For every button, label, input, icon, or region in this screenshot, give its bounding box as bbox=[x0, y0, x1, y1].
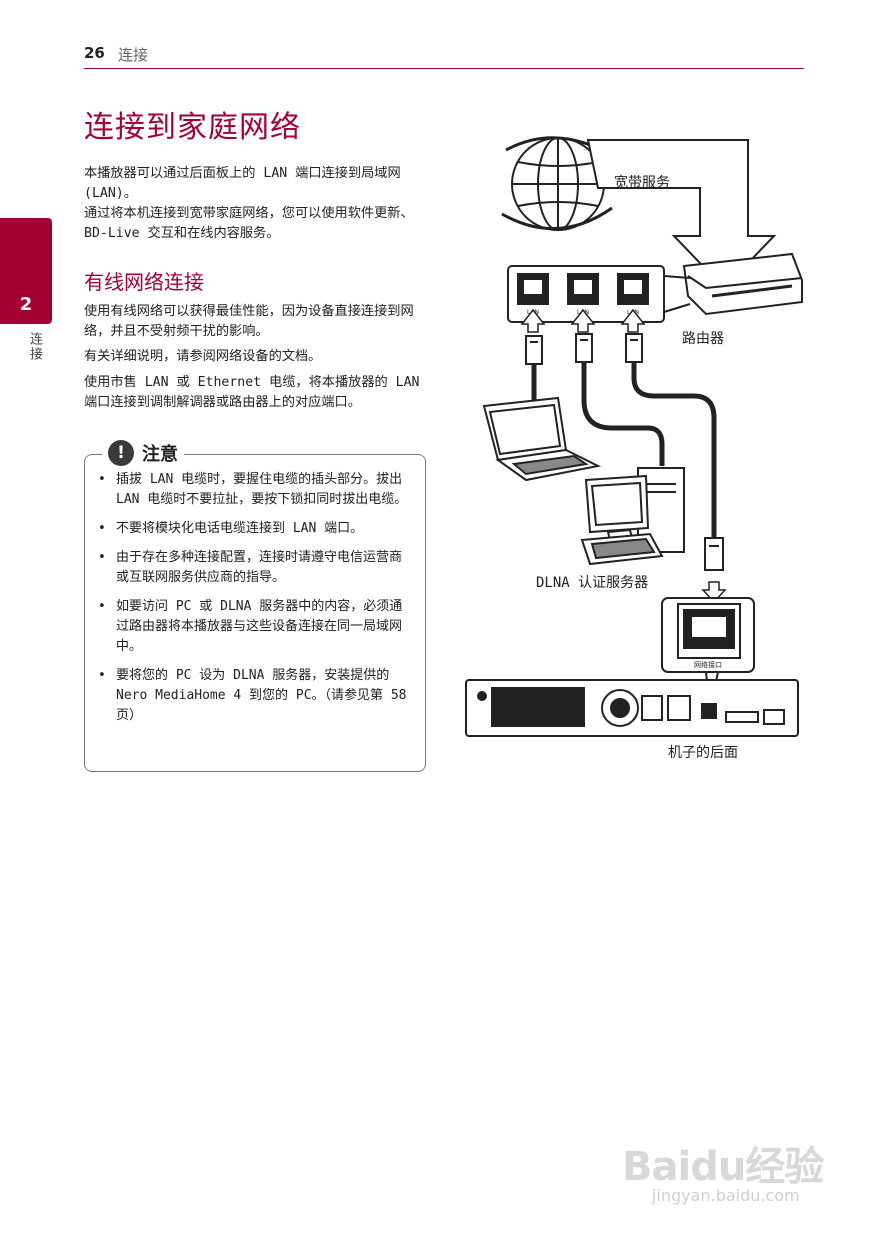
chapter-label: 连接 bbox=[27, 332, 42, 362]
broadband-label: 宽带服务 bbox=[614, 175, 670, 191]
paragraph-2: 有关详细说明，请参阅网络设备的文档。 bbox=[84, 349, 322, 364]
note-item: 不要将模块化电话电缆连接到 LAN 端口。 bbox=[96, 519, 414, 539]
intro-paragraph-2: 通过将本机连接到宽带家庭网络，您可以使用软件更新、BD-Live 交互和在线内容… bbox=[84, 206, 414, 241]
diagram-artwork: LAN LAN LAN bbox=[465, 136, 803, 737]
up-arrow-icon bbox=[520, 308, 546, 333]
network-port-label: 网络接口 bbox=[694, 660, 722, 669]
paragraph-3: 使用市售 LAN 或 Ethernet 电缆，将本播放器的 LAN 端口连接到调… bbox=[84, 375, 420, 410]
section-header: 连接 bbox=[118, 46, 149, 64]
internet-globe-icon bbox=[501, 136, 617, 231]
note-item: 如要访问 PC 或 DLNA 服务器中的内容，必须通过路由器将本播放器与这些设备… bbox=[96, 597, 414, 657]
cable-pc bbox=[581, 362, 665, 466]
intro-paragraph-1: 本播放器可以通过后面板上的 LAN 端口连接到局域网(LAN)。 bbox=[84, 166, 401, 201]
note-title: 注意 bbox=[142, 444, 178, 465]
chapter-tab bbox=[0, 218, 52, 324]
page-number: 26 bbox=[84, 44, 105, 62]
up-arrow-icon bbox=[620, 308, 646, 333]
note-list: 插拔 LAN 电缆时，要握住电缆的插头部分。拔出 LAN 电缆时不要拉扯，要按下… bbox=[96, 470, 414, 735]
note-item: 插拔 LAN 电缆时，要握住电缆的插头部分。拔出 LAN 电缆时不要拉扯，要按下… bbox=[96, 470, 414, 510]
player-rear-panel bbox=[465, 679, 799, 737]
lan-port-icon bbox=[567, 273, 599, 305]
lan-port-icon bbox=[517, 273, 549, 305]
note-header: ! 注意 bbox=[102, 438, 184, 468]
paragraph-1: 使用有线网络可以获得最佳性能，因为设备直接连接到网络，并且不受射频干扰的影响。 bbox=[84, 304, 414, 339]
dlna-server-label: DLNA 认证服务器 bbox=[536, 575, 649, 591]
desktop-pc-icon bbox=[580, 467, 685, 566]
chapter-number: 2 bbox=[19, 294, 33, 315]
page-title: 连接到家庭网络 bbox=[84, 110, 301, 145]
section-subtitle: 有线网络连接 bbox=[84, 270, 204, 294]
network-port-closeup bbox=[661, 597, 755, 711]
exclamation-icon: ! bbox=[108, 440, 134, 466]
cable-player bbox=[631, 362, 717, 538]
header-rule bbox=[84, 68, 804, 69]
ethernet-plug-icon bbox=[704, 537, 724, 571]
player-rear-label: 机子的后面 bbox=[668, 745, 738, 761]
router-lan-panel bbox=[507, 265, 691, 323]
note-item: 由于存在多种连接配置，连接时请遵守电信运营商或互联网服务供应商的指导。 bbox=[96, 548, 414, 588]
down-arrow-icon bbox=[701, 581, 727, 604]
watermark-logo: Baidu经验 bbox=[622, 1144, 824, 1190]
router-icon bbox=[682, 252, 803, 316]
lan-port-icon bbox=[617, 273, 649, 305]
router-label: 路由器 bbox=[682, 331, 724, 347]
watermark-url: jingyan.baidu.com bbox=[652, 1186, 800, 1205]
note-item: 要将您的 PC 设为 DLNA 服务器，安装提供的 Nero MediaHome… bbox=[96, 666, 414, 726]
laptop-icon bbox=[482, 396, 602, 482]
broadband-arrow-icon bbox=[586, 139, 777, 290]
ethernet-plug-icon bbox=[525, 333, 643, 365]
network-connection-diagram: LAN LAN LAN bbox=[462, 128, 808, 768]
up-arrow-icon bbox=[570, 308, 596, 333]
